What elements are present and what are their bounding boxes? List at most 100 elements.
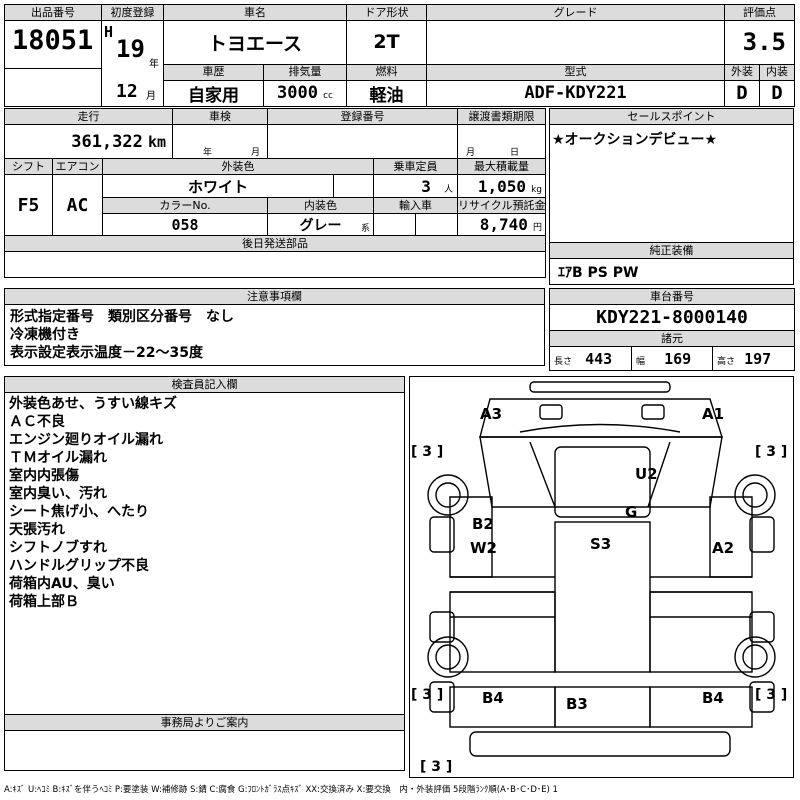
insp-month-unit: 月 <box>251 148 261 158</box>
door-type: 2T <box>346 20 427 65</box>
frame-lines <box>450 576 752 593</box>
right-door <box>709 496 753 578</box>
tire-rear-right <box>734 636 776 678</box>
tire-front-right <box>734 474 776 516</box>
mark-u2: U2 <box>635 465 658 483</box>
year-unit: 年 <box>149 59 159 70</box>
transfer-month-unit: 月 <box>466 148 476 158</box>
capacity-unit: 人 <box>444 184 454 195</box>
sales-point-label: セールスポイント <box>549 108 794 125</box>
tire-mark-left-bottom: [ 3 ] <box>411 687 443 703</box>
parts <box>3 251 547 278</box>
vehicle-diagram: A3 A1 U2 G B2 W2 S3 A2 B4 B3 B4 [ 3 ] [ … <box>411 381 787 775</box>
mileage-label: 走行 <box>3 108 174 125</box>
height-cell: 高さ 197 <box>712 346 795 371</box>
grade-label: グレード <box>426 4 725 21</box>
reg-month: 12 <box>116 81 138 102</box>
capacity: 3 <box>421 176 431 196</box>
inspector-line: 室内内張傷 <box>9 468 79 484</box>
exterior-label: 外装 <box>724 63 760 81</box>
note-line: 冷凍機付き <box>10 327 80 343</box>
inspector-line: 荷箱上部Ｂ <box>9 594 79 610</box>
office-body <box>4 730 405 771</box>
recycle-cell: 8,740 円 <box>457 213 547 236</box>
door-label: ドア形状 <box>346 4 427 21</box>
width: 169 <box>664 350 692 368</box>
exterior-score: D <box>724 79 760 108</box>
mirror-right <box>641 404 665 420</box>
insp-year-unit: 年 <box>203 148 213 158</box>
chassis-label: 車台番号 <box>549 288 795 305</box>
lot-no-label: 出品番号 <box>4 4 102 21</box>
recycle-label: リサイクル預託金 <box>457 197 547 214</box>
recycle: 8,740 <box>479 215 528 234</box>
int-color-label: 内装色 <box>267 197 375 214</box>
mark-s3: S3 <box>590 535 611 553</box>
import-extra <box>415 213 459 236</box>
length-label: 長さ <box>554 357 573 367</box>
inspection-label: 車検 <box>172 108 269 125</box>
shift: F5 <box>4 174 53 236</box>
exterior-color-extra <box>333 174 375 198</box>
month-unit: 月 <box>146 91 156 102</box>
mark-b2: B2 <box>472 515 494 533</box>
int-color-unit: 系 <box>361 224 371 234</box>
chassis-number: KDY221-8000140 <box>549 304 795 331</box>
int-color: グレー <box>299 217 342 234</box>
reg-year: 19 <box>116 35 145 63</box>
dims-label: 諸元 <box>549 330 795 347</box>
notes-table: 注意事項欄 形式指定番号 類別区分番号 なし 冷凍機付き 表示設定表示温度－22… <box>4 288 545 366</box>
inspector-line: 室内臭い、汚れ <box>9 486 107 502</box>
inspector-line: ＡＣ不良 <box>9 414 65 430</box>
inspector-line: 荷箱内AU、臭い <box>9 576 115 592</box>
max-load-label: 最大積載量 <box>457 158 547 175</box>
lot-no-cell: 18051 <box>4 20 102 107</box>
mileage: 361,322 <box>71 131 143 152</box>
capacity-label: 乗車定員 <box>373 158 459 175</box>
inspector-line: 外装色あせ、うすい線キズ <box>9 396 177 412</box>
notes-label: 注意事項欄 <box>4 288 545 305</box>
note-line: 形式指定番号 類別区分番号 なし <box>10 309 234 325</box>
chassis-table: 車台番号 KDY221-8000140 諸元 長さ 443 幅 169 高さ 1… <box>549 288 795 371</box>
color-label: 外装色 <box>101 158 375 175</box>
car-name: トヨエース <box>163 20 347 65</box>
transfer-day-unit: 日 <box>510 148 520 158</box>
inspector-body: 外装色あせ、うすい線キズ ＡＣ不良 エンジン廻りオイル漏れ ＴＭオイル漏れ 室内… <box>4 392 405 715</box>
color-no-label: カラーNo. <box>101 197 269 214</box>
car-name-label: 車名 <box>163 4 347 21</box>
mark-g: G <box>625 503 637 521</box>
reg-no <box>267 124 459 159</box>
vehicle-diagram-frame: A3 A1 U2 G B2 W2 S3 A2 B4 B3 B4 [ 3 ] [ … <box>409 376 794 778</box>
rear-bumper-strip <box>529 381 671 393</box>
mark-b4-left: B4 <box>482 689 504 707</box>
mark-w2: W2 <box>470 539 497 557</box>
inspection-cell: 年 月 <box>172 124 269 159</box>
tire-mark-right-bottom: [ 3 ] <box>755 687 787 703</box>
max-load: 1,050 <box>477 176 526 196</box>
left-bed-panel <box>449 591 556 673</box>
mark-a2: A2 <box>712 539 734 557</box>
sales-table: セールスポイント ★オークションデビュー★ 純正装備 ｴｱB PS PW <box>549 108 794 285</box>
import-label: 輸入車 <box>373 197 459 214</box>
notes-body: 形式指定番号 類別区分番号 なし 冷凍機付き 表示設定表示温度－22～35度 <box>4 304 545 366</box>
history: 自家用 <box>163 79 264 108</box>
right-bed-panel <box>649 591 753 673</box>
rear-bumper <box>469 731 731 757</box>
left-door <box>449 496 493 578</box>
width-cell: 幅 169 <box>631 346 713 371</box>
mirror-left <box>539 404 563 420</box>
grade <box>426 20 725 65</box>
inspector-line: シート焦げ小、へたり <box>9 504 149 520</box>
mark-b3: B3 <box>566 695 588 713</box>
tire-mark-spare: [ 3 ] <box>420 759 452 775</box>
inspector-line: ＴＭオイル漏れ <box>9 450 107 466</box>
spec-table: 走行 車検 登録番号 譲渡書類期限 361,322 km 年 月 月 日 シフト… <box>3 108 547 278</box>
lot-no: 18051 <box>12 25 94 56</box>
width-label: 幅 <box>636 357 646 367</box>
interior-label: 内装 <box>759 63 795 81</box>
windshield-line <box>519 423 681 433</box>
tire-rear-left <box>427 636 469 678</box>
equipment-label: 純正装備 <box>549 242 794 259</box>
rear-left-panel <box>449 686 556 728</box>
interior-score: D <box>759 79 795 108</box>
